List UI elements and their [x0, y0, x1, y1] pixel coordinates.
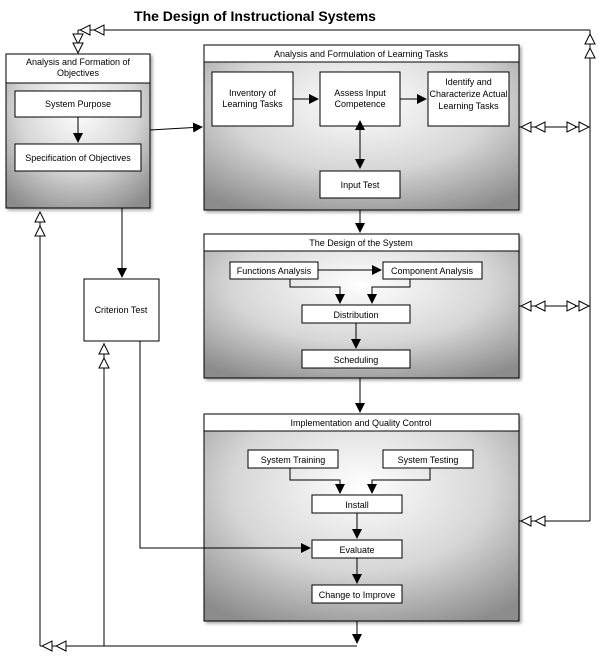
box-label: Criterion Test	[95, 305, 148, 315]
panel-title-learning-tasks: Analysis and Formulation of Learning Tas…	[274, 49, 448, 59]
box-label: Identify and Characterize Actual Learnin…	[429, 77, 508, 111]
box-assess-input-competence: Assess Input Competence	[319, 71, 401, 127]
box-label: Install	[345, 500, 369, 510]
box-system-training: System Training	[247, 449, 339, 469]
box-evaluate: Evaluate	[311, 539, 403, 559]
box-label: Specification of Objectives	[25, 153, 131, 163]
box-system-purpose: System Purpose	[14, 90, 142, 118]
feedback-loops	[40, 30, 590, 646]
box-label: Scheduling	[334, 355, 379, 365]
box-change-to-improve: Change to Improve	[311, 584, 403, 604]
arrow-testing-to-install	[367, 468, 431, 494]
arrow-objectives-to-tasks	[149, 122, 203, 133]
box-input-test: Input Test	[319, 170, 401, 199]
panel-title-analysis-objectives: Analysis and Formation of Objectives	[25, 57, 131, 78]
box-scheduling: Scheduling	[301, 349, 411, 369]
box-label: Evaluate	[339, 545, 374, 555]
box-label: Functions Analysis	[237, 266, 312, 276]
panel-title-design-system: The Design of the System	[309, 238, 413, 248]
box-label: Change to Improve	[319, 590, 396, 600]
box-label: Assess Input Competence	[334, 88, 386, 109]
box-system-testing: System Testing	[382, 449, 474, 469]
arrow-training-to-install	[289, 468, 345, 494]
box-label: Component Analysis	[391, 266, 474, 276]
arrow-component-to-distribution	[367, 279, 411, 304]
panel-analysis-objectives: Analysis and Formation of Objectives	[5, 53, 151, 209]
box-label: System Purpose	[45, 99, 111, 109]
diagram-title: The Design of Instructional Systems	[134, 8, 376, 24]
box-label: Distribution	[333, 310, 378, 320]
box-label: System Testing	[398, 455, 459, 465]
flow-arrows	[73, 94, 431, 644]
box-label: System Training	[261, 455, 326, 465]
box-label: Input Test	[341, 180, 380, 190]
box-component-analysis: Component Analysis	[382, 261, 483, 280]
box-functions-analysis: Functions Analysis	[229, 261, 319, 280]
box-label: Inventory of Learning Tasks	[222, 88, 283, 109]
box-inventory-learning-tasks: Inventory of Learning Tasks	[211, 71, 294, 127]
box-specification-of-objectives: Specification of Objectives	[14, 143, 142, 172]
box-criterion-test: Criterion Test	[83, 278, 160, 342]
box-identify-characterize: Identify and Characterize Actual Learnin…	[427, 71, 510, 127]
box-distribution: Distribution	[301, 304, 411, 324]
arrow-functions-to-distribution	[289, 279, 345, 304]
panel-title-implementation: Implementation and Quality Control	[290, 418, 431, 428]
box-install: Install	[311, 494, 403, 514]
arrow-criterion-to-evaluate	[139, 341, 311, 553]
